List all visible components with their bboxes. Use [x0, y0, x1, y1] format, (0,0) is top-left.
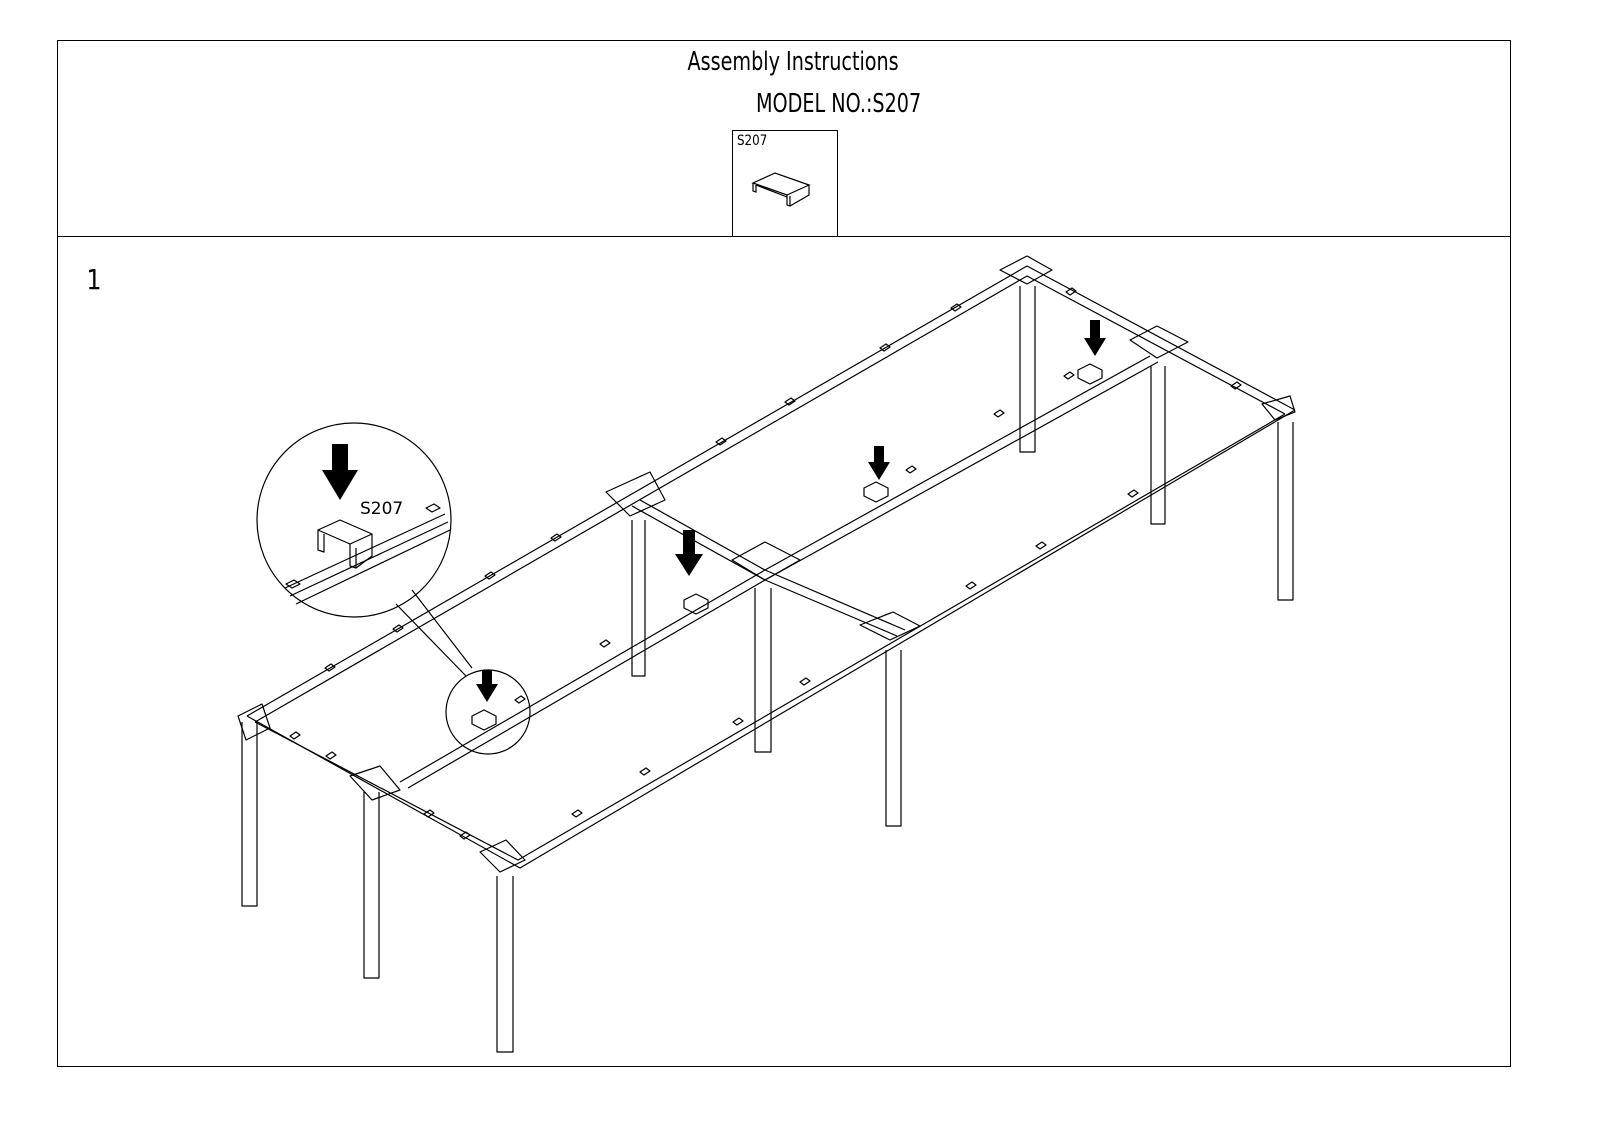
- down-arrows: [322, 320, 1106, 702]
- cross-rail-1-inner: [632, 506, 897, 636]
- legs: [242, 286, 1293, 1052]
- clip-parts: [472, 364, 1102, 730]
- frame-rail-back-inner: [255, 276, 1285, 722]
- down-arrow-icon: [1084, 320, 1106, 356]
- down-arrow-icon: [868, 446, 890, 480]
- corner-plates: [238, 256, 1295, 872]
- center-rail-inner: [408, 362, 1158, 788]
- down-arrow-icon: [675, 530, 703, 576]
- down-arrow-icon: [476, 670, 498, 702]
- frame-rail-left-inner: [255, 414, 1285, 860]
- down-arrow-icon: [322, 444, 358, 500]
- cross-rail-1: [640, 500, 905, 630]
- detail-part-label: S207: [360, 499, 403, 519]
- center-rail: [400, 356, 1150, 782]
- rail-brackets: [290, 288, 1241, 839]
